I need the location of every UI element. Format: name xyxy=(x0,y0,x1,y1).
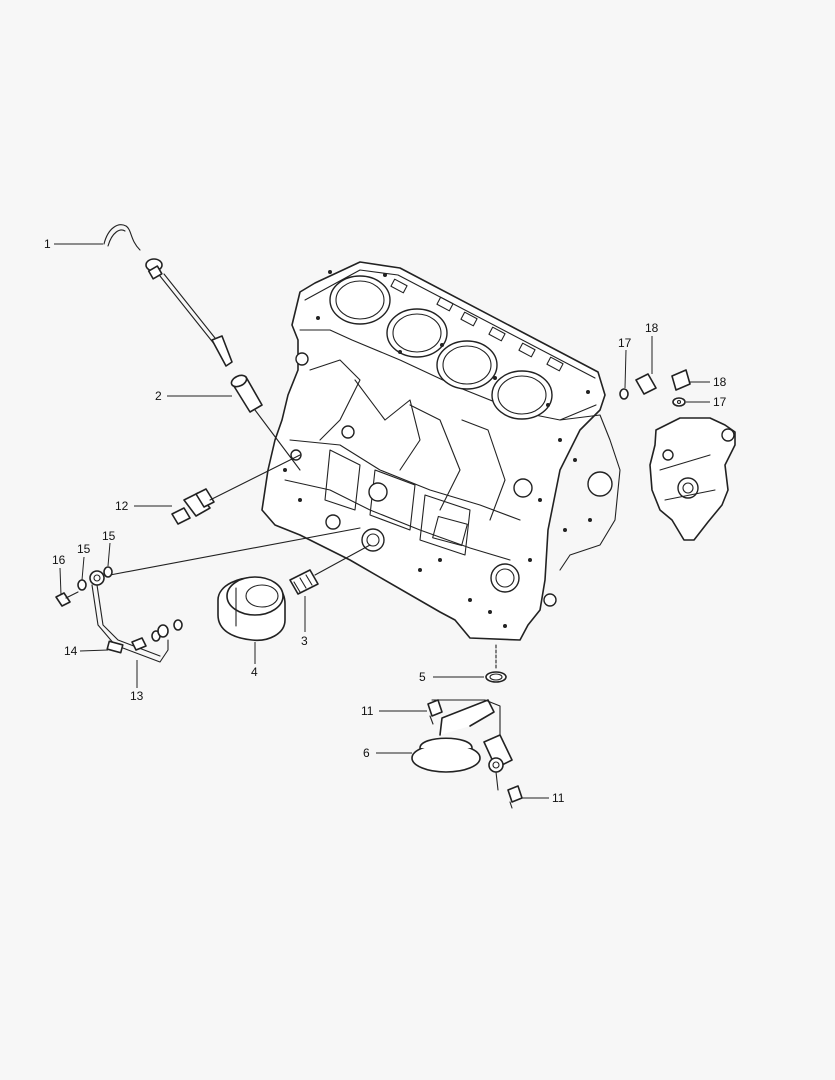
banjo-bolt-right xyxy=(131,619,183,651)
oil-filter xyxy=(217,576,286,642)
callout-1: 1 xyxy=(44,237,51,251)
callout-14: 14 xyxy=(64,644,78,658)
callout-3: 3 xyxy=(301,634,308,648)
strainer-bolt-lower xyxy=(507,785,523,809)
callout-17-upper: 17 xyxy=(618,336,632,350)
plug-and-washer-a xyxy=(619,373,657,400)
pipe-clip xyxy=(106,640,124,654)
callout-6: 6 xyxy=(363,746,370,760)
callout-11-lower: 11 xyxy=(552,791,565,805)
plug-and-washer-b xyxy=(671,369,691,407)
engine-block xyxy=(261,261,621,641)
oil-pressure-switch xyxy=(171,454,301,525)
callout-17-right: 17 xyxy=(713,395,727,409)
callout-11-upper: 11 xyxy=(361,704,374,718)
banjo-bolt-left xyxy=(55,566,113,607)
callout-15-right: 15 xyxy=(102,529,116,543)
callout-18-upper: 18 xyxy=(645,321,659,335)
filter-nipple xyxy=(289,544,371,595)
strainer-bolt-upper xyxy=(427,699,443,725)
callout-2: 2 xyxy=(155,389,162,403)
oil-strainer xyxy=(411,699,513,791)
callout-15-left: 15 xyxy=(77,542,91,556)
leader-lines xyxy=(54,243,710,799)
callout-4: 4 xyxy=(251,665,258,679)
callout-18-right: 18 xyxy=(713,375,727,389)
o-ring xyxy=(485,644,507,683)
callout-12: 12 xyxy=(115,499,129,513)
dipstick xyxy=(103,224,233,367)
callout-13: 13 xyxy=(130,689,144,703)
callout-16: 16 xyxy=(52,553,66,567)
pump-housing xyxy=(649,417,736,541)
dipstick-guide xyxy=(230,374,301,471)
callout-5: 5 xyxy=(419,670,426,684)
